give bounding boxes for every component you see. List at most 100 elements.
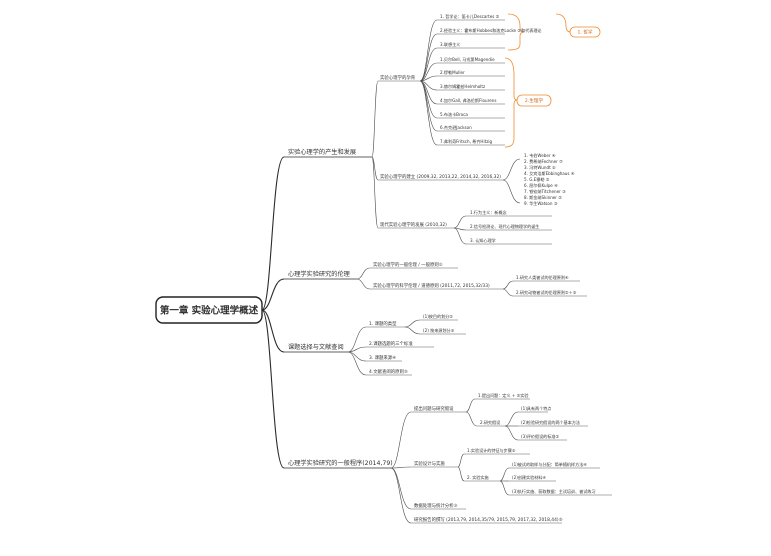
branch-node[interactable]: 实验心理学的产生和发展 [288, 148, 356, 156]
subtopic-label[interactable]: 数据处理与统计分析③ [414, 502, 458, 509]
connector [371, 80, 379, 158]
connector [504, 425, 519, 441]
leaf-label[interactable]: 8. 斯金纳Skinner ② [524, 194, 562, 200]
connector [465, 411, 478, 427]
leaf-label[interactable]: 2. 实验实施 [467, 474, 489, 480]
branch-node[interactable]: 心理学实验研究的一般程序(2014,79) [288, 459, 393, 467]
connector [261, 278, 285, 311]
leaf-label[interactable]: (1)按目的划分② [423, 313, 453, 319]
summary-bracket [507, 13, 525, 51]
connector [453, 215, 467, 229]
connector [419, 80, 438, 119]
leaf-label[interactable]: (2)检验研究假设的两个基本方法 [521, 419, 580, 425]
leaf-label[interactable]: 2. 费希纳Fechner ⑦ [524, 158, 563, 164]
subtopic-label[interactable]: 3. 课题来源④ [369, 354, 396, 361]
subtopic-label[interactable]: 实验心理学的建立 (2009,32, 2013,22, 2014,32, 201… [380, 173, 501, 180]
branch-label: 实验心理学的产生和发展 [288, 148, 356, 156]
subtopic-label[interactable]: 2.课题选题的三个标准 [369, 340, 413, 347]
subtopic-label[interactable]: 现代实验心理学的发展 (2010,32) [380, 221, 447, 228]
leaf-label[interactable]: 7. 铁钦纳Titchener ③ [524, 188, 566, 194]
connector [404, 326, 421, 335]
leaf-label[interactable]: 3.赫尔姆霍兹Helmholtz [440, 83, 485, 89]
branch-node[interactable]: 课题选择与文献查阅 [288, 343, 344, 351]
subtopic-label[interactable]: 实验设计与实施 [414, 460, 445, 467]
subtopic-label[interactable]: 提出问题与研究假设 [414, 405, 454, 412]
leaf-label[interactable]: 5. G.E穆勒 ② [524, 176, 550, 182]
connector [465, 398, 476, 413]
leaf-label[interactable]: (3)评价假设的标准② [521, 433, 559, 439]
leaf-label[interactable]: 3. 认知心理学 [470, 237, 496, 243]
connector [390, 467, 412, 524]
connector [504, 411, 519, 427]
subtopic-label[interactable]: 实验心理学的孕育 [380, 74, 416, 81]
leaf-label[interactable]: 2.信号检测论、现代心理物理学的诞生 [470, 223, 539, 229]
leaf-label[interactable]: 9. 华生Watson ③ [524, 200, 558, 206]
connector [419, 80, 438, 146]
leaf-label[interactable]: 6. 屈尔佩Kulpe ④ [524, 182, 558, 188]
leaf-label[interactable]: 1.行为主义：新概念 [470, 209, 507, 215]
tag-label: 1. 哲学 [577, 29, 592, 36]
connector [347, 326, 367, 353]
connector [457, 453, 465, 468]
leaf-label[interactable]: (1)被试的取样与分配：简单随机样方法④ [512, 461, 587, 467]
subtopic-label[interactable]: 实验心理学的科学伦理 / 道德原则 (2011,72, 2015,32/33) [373, 282, 490, 289]
connector [502, 179, 521, 204]
subtopic-label[interactable]: 1. 课题的类型 [369, 320, 397, 327]
connector [371, 156, 379, 181]
leaf-label[interactable]: 1.研究人类被试的伦理原则④ [516, 274, 569, 280]
leaf-label[interactable]: 1. 韦伯Weber ④ [524, 152, 556, 158]
leaf-label[interactable]: 5.布洛卡Broca [440, 111, 468, 117]
subtopic-label[interactable]: 实验心理学的一般伦理 / 一般原则② [373, 261, 443, 268]
leaf-label[interactable]: 2.经验主义：霍布斯Hobbes和洛克Locke ②和代表理论 [440, 27, 542, 33]
leaf-label[interactable]: (1)具有两个特点 [521, 405, 551, 411]
root-node[interactable]: 第一章 实验心理学概述 [155, 296, 263, 324]
leaf-label[interactable]: 4.加尔Gall, 弗洛伦斯Flourens [440, 97, 496, 103]
leaf-label[interactable]: 1.贝尔Bell, 马戎第Magendie [440, 56, 495, 62]
leaf-label[interactable]: 2.缪勒Muller [440, 69, 465, 75]
connector [261, 156, 285, 311]
connector [390, 411, 412, 469]
leaf-label[interactable]: 4. 艾宾浩斯Ebbinghaus ④ [524, 170, 575, 176]
branch-label: 心理学实验研究的伦理 [288, 270, 350, 278]
connector [419, 62, 438, 82]
leaf-label[interactable]: (2) 按来源划分③ [423, 327, 455, 333]
connector [499, 480, 510, 496]
leaf-label[interactable]: 3. 冯特Wundt ⑤ [524, 164, 556, 170]
connector [347, 351, 367, 376]
connector [499, 467, 510, 482]
connector [347, 346, 367, 353]
leaf-label[interactable]: 7.弗利奇Fritsch, 希齐Hitzig [440, 138, 493, 144]
leaf-label[interactable]: (2)创建实验材料④ [512, 474, 546, 480]
leaf-label[interactable]: 1. 哲学论：笛卡儿Descartes ② [440, 13, 500, 19]
branch-label: 心理学实验研究的一般程序(2014,79) [288, 459, 393, 467]
leaf-label[interactable]: 2.研究动物被试的伦理原则②＋③ [516, 289, 577, 295]
connector [419, 75, 438, 82]
connector [390, 467, 412, 510]
connector [356, 278, 371, 290]
leaf-label[interactable]: 1.实验设计的特征与步骤⑤ [467, 447, 516, 453]
category-tag[interactable]: 1. 哲学 [569, 26, 601, 38]
connector [356, 267, 371, 280]
leaf-label[interactable]: 3.联想主义 [440, 41, 460, 47]
connector [404, 319, 421, 328]
subtopic-label[interactable]: 研究报告的撰写 (2013,79, 2014,35/79, 2015,79, 2… [414, 516, 563, 523]
connector [457, 466, 465, 482]
connector [419, 19, 438, 82]
connector [502, 288, 514, 297]
connector [261, 309, 285, 469]
subtopic-label[interactable]: 4.文献查阅的原则⑤ [369, 368, 408, 375]
connector [502, 158, 521, 181]
connector [419, 80, 438, 132]
summary-bracket [555, 13, 571, 33]
tag-label: 2.生理学 [525, 97, 544, 104]
branch-node[interactable]: 心理学实验研究的伦理 [288, 270, 350, 278]
connector-lines [261, 13, 612, 524]
leaf-label[interactable]: 2.研究假设 [480, 419, 500, 425]
connector [261, 309, 285, 353]
leaf-label[interactable]: (3)执行实施、获取数据：主试培训、被试练习 [512, 488, 596, 494]
leaf-label[interactable]: 1.提出问题：定义 + ②实验 [478, 392, 528, 398]
leaf-label[interactable]: 6.杰克逊Jackson [440, 124, 472, 130]
category-tag[interactable]: 2.生理学 [516, 94, 552, 107]
